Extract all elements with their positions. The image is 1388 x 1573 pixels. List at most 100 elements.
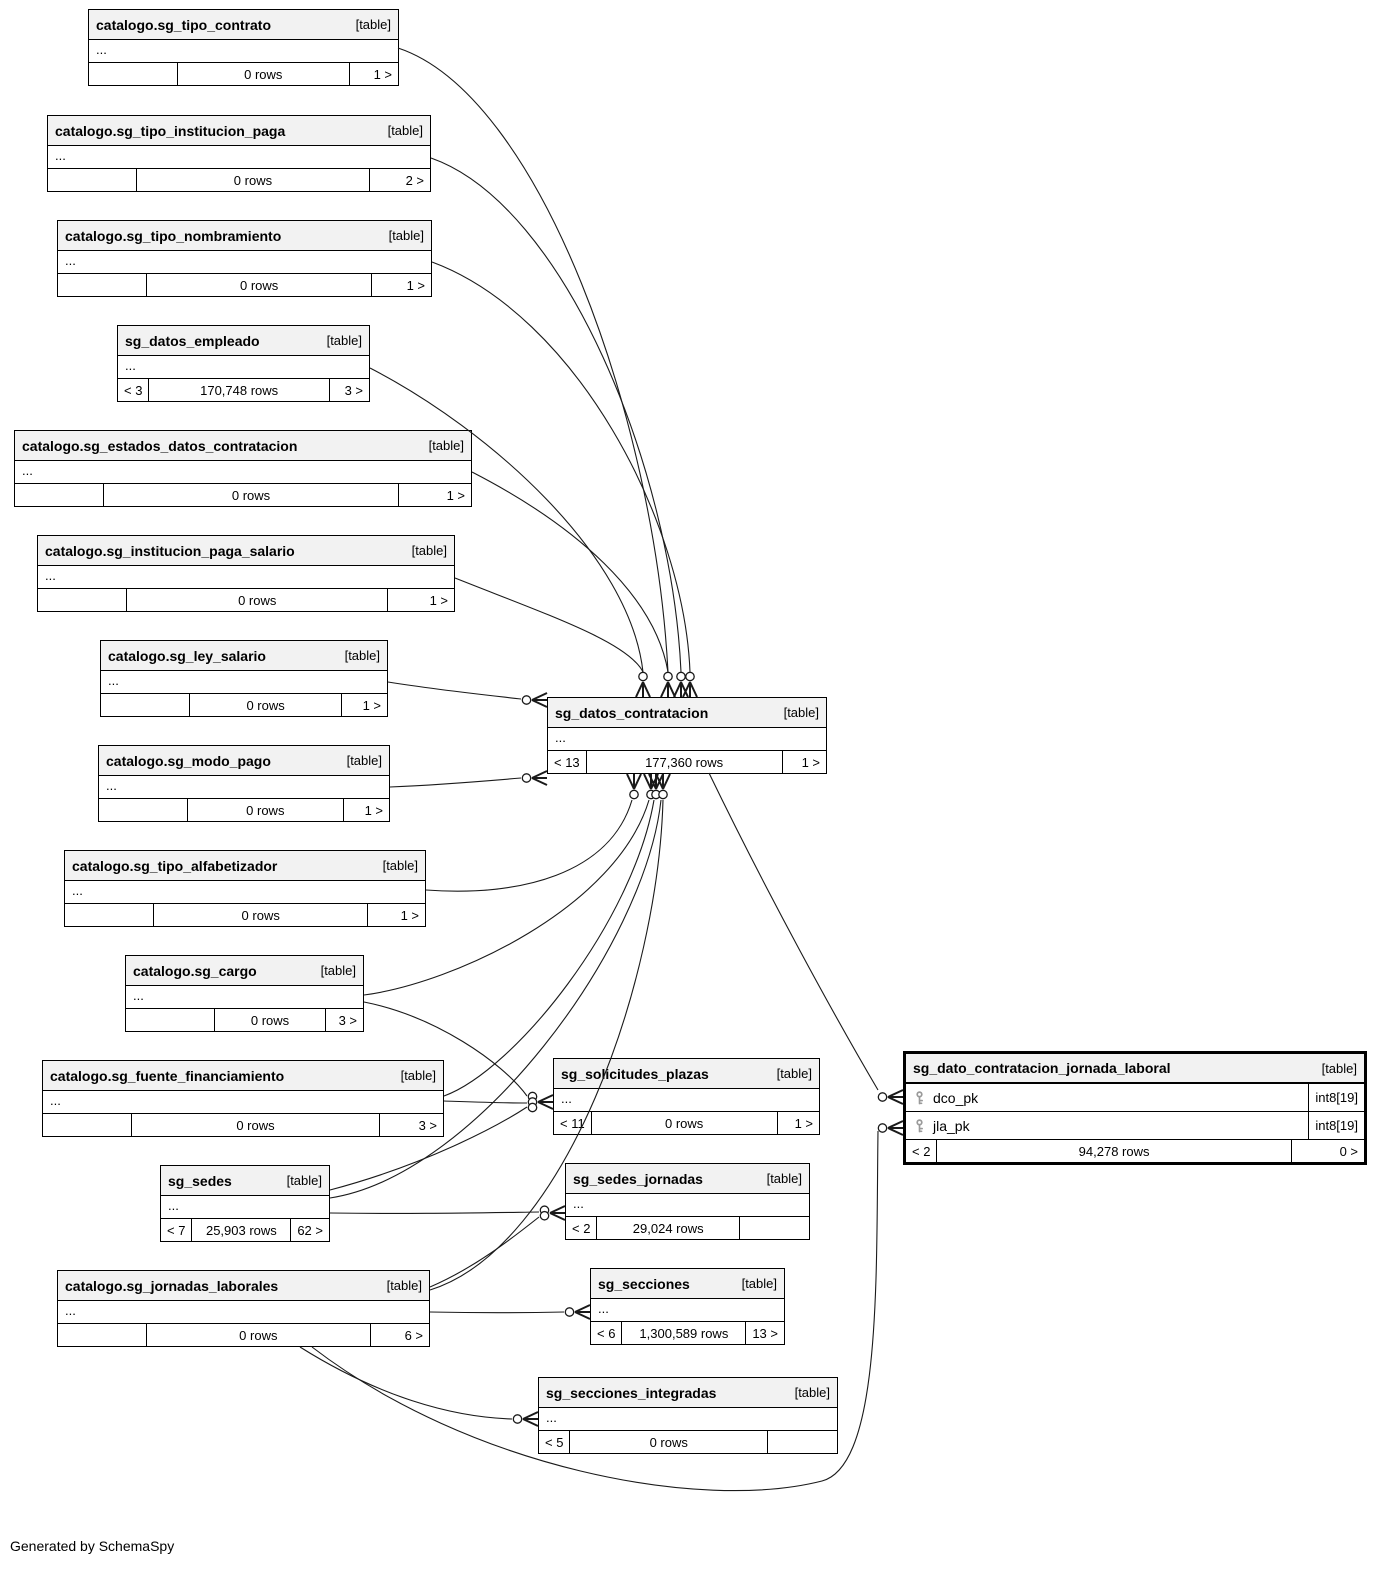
columns-ellipsis: ...	[161, 1196, 329, 1219]
table-tag: [table]	[320, 963, 356, 978]
table-name[interactable]: sg_sedes_jornadas	[573, 1170, 703, 1187]
table-name[interactable]: sg_datos_contratacion	[555, 704, 709, 721]
table-footer: < 6 1,300,589 rows 13 >	[591, 1322, 784, 1344]
parents-count	[89, 63, 177, 85]
rows-count: 0 rows	[146, 1324, 370, 1346]
table-tag: [table]	[386, 1278, 422, 1293]
table-name[interactable]: catalogo.sg_tipo_contrato	[96, 16, 272, 33]
columns-ellipsis: ...	[65, 881, 425, 904]
relationship-edge-tipo_institucion_paga-datos_contratacion	[430, 157, 682, 673]
relationship-edge-fuente-solicitudes_plazas	[443, 1100, 528, 1104]
table-node-datos_empleado[interactable]: sg_datos_empleado [table] ... < 3 170,74…	[117, 325, 370, 402]
parents-count	[65, 904, 153, 926]
table-node-solicitudes_plazas[interactable]: sg_solicitudes_plazas [table] ... < 11 0…	[553, 1058, 820, 1135]
table-tag: [table]	[382, 858, 418, 873]
table-name[interactable]: sg_sedes	[168, 1172, 232, 1189]
parents-count	[48, 169, 136, 191]
columns-ellipsis: ...	[539, 1408, 837, 1431]
table-tag: [table]	[766, 1171, 802, 1186]
column-name: jla_pk	[933, 1117, 970, 1134]
fk-endpoint-marker	[564, 1304, 591, 1320]
table-footer: 0 rows 3 >	[43, 1114, 443, 1136]
children-count: 1 >	[371, 274, 431, 296]
table-name[interactable]: sg_dato_contratacion_jornada_laboral	[913, 1060, 1171, 1076]
fk-endpoint-marker	[521, 692, 548, 708]
children-count: 2 >	[368, 169, 430, 191]
parents-count	[101, 694, 189, 716]
table-header: catalogo.sg_tipo_institucion_paga [table…	[48, 116, 430, 146]
table-name[interactable]: sg_secciones_integradas	[546, 1384, 717, 1401]
table-node-datos_contratacion[interactable]: sg_datos_contratacion [table] ... < 13 1…	[547, 697, 827, 774]
table-node-modo_pago[interactable]: catalogo.sg_modo_pago [table] ... 0 rows…	[98, 745, 390, 822]
fk-endpoint-marker	[877, 1120, 904, 1136]
table-node-dato_contratacion_jornada_laboral[interactable]: sg_dato_contratacion_jornada_laboral [ta…	[903, 1051, 1367, 1165]
table-footer: < 7 25,903 rows 62 >	[161, 1219, 329, 1241]
table-header: catalogo.sg_estados_datos_contratacion […	[15, 431, 471, 461]
table-node-sedes[interactable]: sg_sedes [table] ... < 7 25,903 rows 62 …	[160, 1165, 330, 1242]
table-tag: [table]	[387, 123, 423, 138]
relationship-edge-modo_pago-datos_contratacion	[389, 777, 522, 788]
table-node-estados_datos_contratacion[interactable]: catalogo.sg_estados_datos_contratacion […	[14, 430, 472, 507]
table-node-fuente_financiamiento[interactable]: catalogo.sg_fuente_financiamiento [table…	[42, 1060, 444, 1137]
table-name[interactable]: catalogo.sg_tipo_institucion_paga	[55, 122, 286, 139]
table-name[interactable]: catalogo.sg_fuente_financiamiento	[50, 1067, 285, 1084]
column-row-jla_pk[interactable]: jla_pk int8[19]	[906, 1112, 1364, 1140]
relationship-edge-jornadas-secciones_integradas	[299, 1346, 513, 1420]
table-node-tipo_contrato[interactable]: catalogo.sg_tipo_contrato [table] ... 0 …	[88, 9, 399, 86]
table-name[interactable]: catalogo.sg_jornadas_laborales	[65, 1277, 279, 1294]
table-header: catalogo.sg_institucion_paga_salario [ta…	[38, 536, 454, 566]
table-footer: < 2 29,024 rows	[566, 1217, 809, 1239]
table-footer: 0 rows 1 >	[101, 694, 387, 716]
parents-count	[15, 484, 103, 506]
table-node-ley_salario[interactable]: catalogo.sg_ley_salario [table] ... 0 ro…	[100, 640, 388, 717]
table-name[interactable]: catalogo.sg_ley_salario	[108, 647, 266, 664]
table-node-secciones_integradas[interactable]: sg_secciones_integradas [table] ... < 5 …	[538, 1377, 838, 1454]
relationship-edge-tipo_alfabetizador-datos_contratacion	[425, 799, 633, 892]
column-type: int8[19]	[1308, 1112, 1364, 1139]
relationship-edge-datos_contratacion-dco_pk	[708, 772, 879, 1091]
table-header: catalogo.sg_tipo_contrato [table]	[89, 10, 398, 40]
table-tag: [table]	[326, 333, 362, 348]
table-footer: < 5 0 rows	[539, 1431, 837, 1453]
table-node-tipo_alfabetizador[interactable]: catalogo.sg_tipo_alfabetizador [table] .…	[64, 850, 426, 927]
children-count: 1 >	[341, 694, 387, 716]
table-name[interactable]: sg_solicitudes_plazas	[561, 1065, 709, 1082]
parents-count: < 7	[167, 1222, 186, 1238]
children-count: 1 >	[398, 484, 471, 506]
table-node-tipo_nombramiento[interactable]: catalogo.sg_tipo_nombramiento [table] ..…	[57, 220, 432, 297]
table-name[interactable]: catalogo.sg_institucion_paga_salario	[45, 542, 295, 559]
table-node-tipo_institucion_paga[interactable]: catalogo.sg_tipo_institucion_paga [table…	[47, 115, 431, 192]
table-header: sg_solicitudes_plazas [table]	[554, 1059, 819, 1089]
table-header: catalogo.sg_cargo [table]	[126, 956, 363, 986]
table-node-secciones[interactable]: sg_secciones [table] ... < 6 1,300,589 r…	[590, 1268, 785, 1345]
table-name[interactable]: catalogo.sg_tipo_alfabetizador	[72, 857, 278, 874]
table-node-institucion_paga_salario[interactable]: catalogo.sg_institucion_paga_salario [ta…	[37, 535, 455, 612]
parents-count: < 6	[597, 1325, 616, 1341]
columns-ellipsis: ...	[101, 671, 387, 694]
columns-ellipsis: ...	[548, 728, 826, 751]
table-header: sg_datos_empleado [table]	[118, 326, 369, 356]
rows-count: 177,360 rows	[585, 751, 782, 773]
table-name[interactable]: catalogo.sg_tipo_nombramiento	[65, 227, 282, 244]
table-footer: 0 rows 1 >	[58, 274, 431, 296]
column-type: int8[19]	[1308, 1084, 1364, 1111]
children-count: 0 >	[1290, 1140, 1364, 1162]
table-header: catalogo.sg_ley_salario [table]	[101, 641, 387, 671]
table-node-jornadas_laborales[interactable]: catalogo.sg_jornadas_laborales [table] .…	[57, 1270, 430, 1347]
rows-count: 0 rows	[103, 484, 398, 506]
children-count	[767, 1431, 837, 1453]
table-name[interactable]: sg_secciones	[598, 1275, 690, 1292]
rows-count: 0 rows	[146, 274, 371, 296]
table-node-sedes_jornadas[interactable]: sg_sedes_jornadas [table] ... < 2 29,024…	[565, 1163, 810, 1240]
table-tag: [table]	[346, 753, 382, 768]
table-tag: [table]	[794, 1385, 830, 1400]
table-name[interactable]: catalogo.sg_estados_datos_contratacion	[22, 437, 298, 454]
table-name[interactable]: sg_datos_empleado	[125, 332, 260, 349]
fk-endpoint-marker	[512, 1411, 539, 1427]
table-name[interactable]: catalogo.sg_cargo	[133, 962, 257, 979]
table-footer: 0 rows 1 >	[38, 589, 454, 611]
table-node-cargo[interactable]: catalogo.sg_cargo [table] ... 0 rows 3 >	[125, 955, 364, 1032]
fk-endpoint-marker	[527, 1091, 554, 1113]
table-name[interactable]: catalogo.sg_modo_pago	[106, 752, 271, 769]
